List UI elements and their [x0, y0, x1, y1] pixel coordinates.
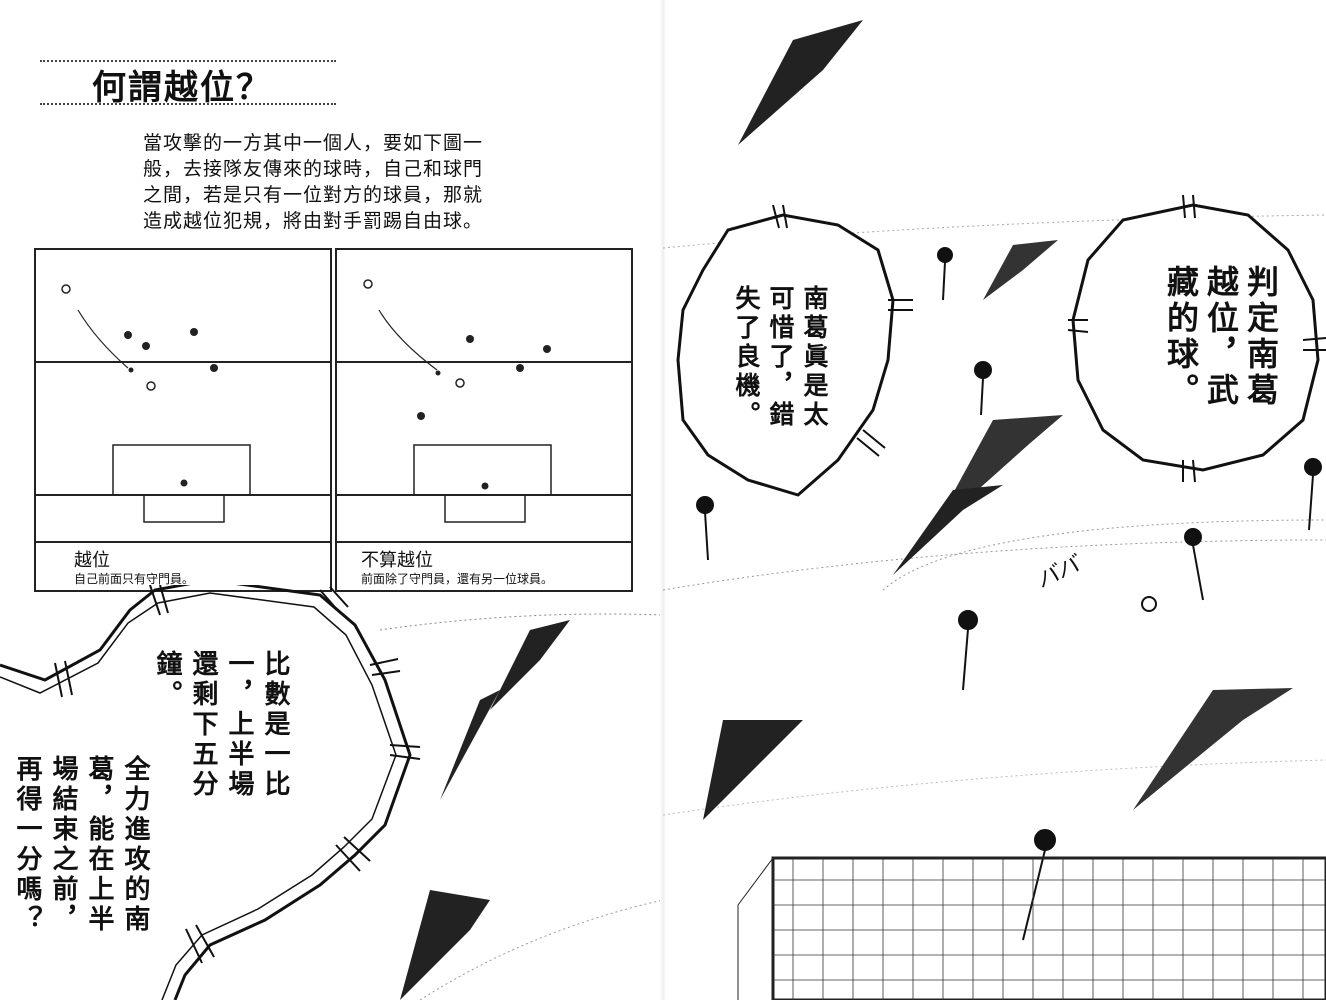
- field-lines: [380, 613, 663, 1000]
- explainer-title: 何謂越位？: [92, 68, 272, 108]
- intro-line: 當攻擊的一方其中一個人，要如下圖一: [143, 132, 484, 154]
- speech-bubble-outline: [0, 585, 421, 1000]
- speech-line: 全力進攻的南: [120, 755, 150, 935]
- question-speech: 全力進攻的南 葛，能在上半 場結束之前， 再得一分嗎？: [9, 755, 153, 935]
- speech-line: 葛，能在上半: [84, 755, 114, 935]
- diagram-note: 自己前面只有守門員。: [74, 572, 195, 586]
- right-page: 南葛眞是太 可惜了，錯 失了良機。 判定南葛 越位，武 藏的球。 ババ: [663, 0, 1326, 1000]
- offside-diagram: 越位 自己前面只有守門員。: [34, 248, 332, 592]
- not-offside-diagram: 不算越位 前面除了守門員，還有另一位球員。: [335, 248, 633, 592]
- left-page: 何謂越位？ 當攻擊的一方其中一個人，要如下圖一 般，去接隊友傳來的球時，自己和球…: [0, 60, 663, 1000]
- diagram-note: 前面除了守門員，還有另一位球員。: [361, 572, 554, 586]
- speech-line: 判定南葛: [1242, 265, 1280, 409]
- speech-line: 可惜了，錯: [766, 285, 795, 430]
- intro-line: 般，去接隊友傳來的球時，自己和球門: [143, 158, 484, 180]
- speech-line: 一，上半場: [224, 650, 254, 800]
- speech-line: 南葛眞是太: [800, 285, 829, 430]
- intro-line: 造成越位犯規，將由對手罰踢自由球。: [143, 210, 484, 232]
- offside-call-speech: 判定南葛 越位，武 藏的球。: [1161, 265, 1281, 409]
- header-rule-top: [40, 60, 336, 62]
- speech-line: 鐘。: [152, 650, 182, 710]
- not-offside-field: [337, 279, 631, 543]
- explainer-intro: 當攻擊的一方其中一個人，要如下圖一 般，去接隊友傳來的球時，自己和球門 之間，若…: [143, 130, 523, 234]
- diagram-title: 不算越位: [361, 550, 433, 571]
- soccer-field-scene: [663, 20, 1326, 1000]
- pity-speech: 南葛眞是太 可惜了，錯 失了良機。: [729, 285, 831, 430]
- offside-field: [36, 284, 330, 543]
- header-rule-bottom: [40, 103, 336, 105]
- speech-line: 越位，武: [1202, 265, 1240, 409]
- speech-line: 藏的球。: [1162, 265, 1200, 409]
- diagram-title: 越位: [74, 550, 110, 571]
- speech-line: 場結束之前，: [48, 755, 78, 935]
- page-gutter: [660, 0, 666, 1000]
- intro-line: 之間，若是只有一位對方的球員，那就: [143, 184, 484, 206]
- speech-line: 還剩下五分: [188, 650, 218, 800]
- speech-line: 比數是一比: [260, 650, 290, 800]
- speech-line: 失了良機。: [732, 285, 761, 430]
- speech-line: 再得一分嗎？: [12, 755, 42, 935]
- score-speech: 比數是一比 一，上半場 還剩下五分 鐘。: [149, 650, 293, 800]
